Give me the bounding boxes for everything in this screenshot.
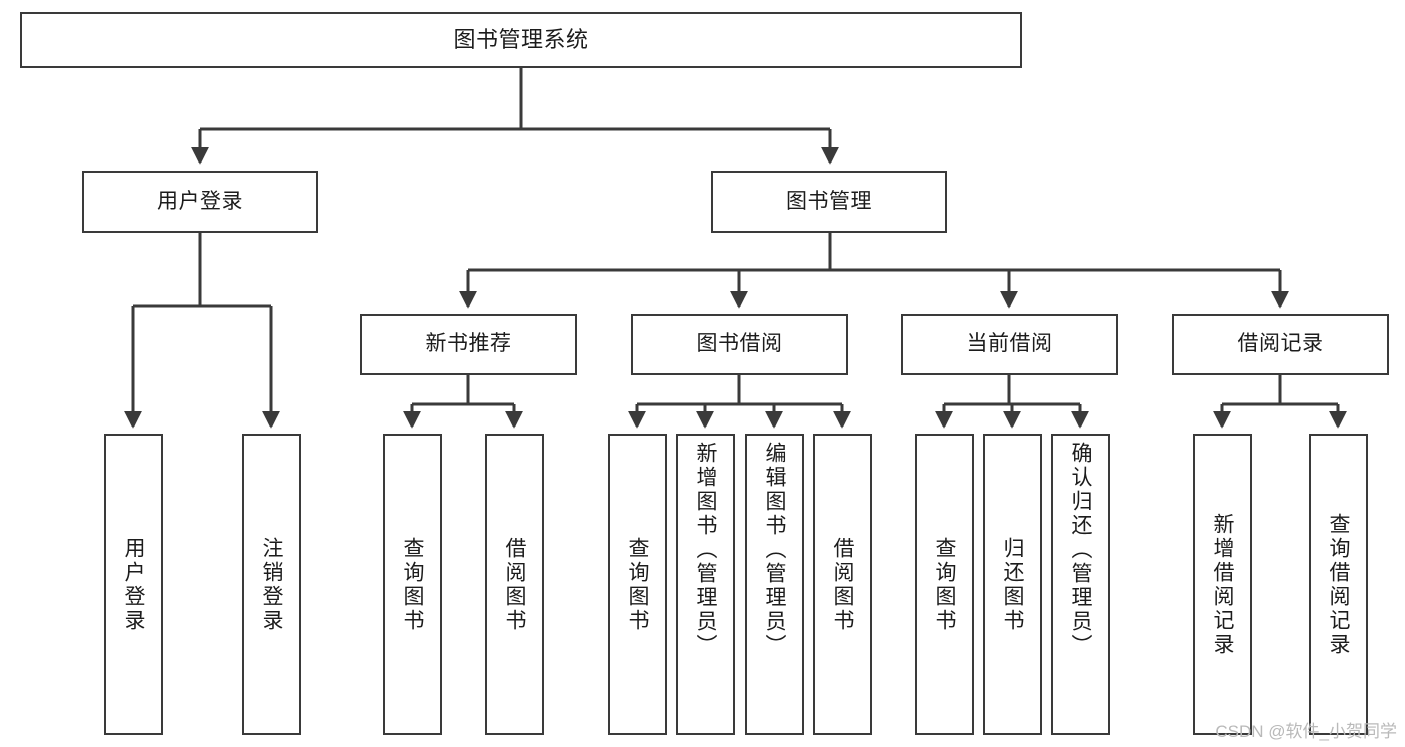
node-label: 查询图书	[933, 536, 956, 633]
node-label: 编辑图书（管理员）	[763, 442, 786, 658]
node-label: 借阅图书	[503, 536, 526, 633]
node-leaf-add-borrow-record[interactable]: 新增借阅记录	[1193, 434, 1252, 735]
node-leaf-borrow-books-recommend[interactable]: 借阅图书	[485, 434, 544, 735]
node-leaf-confirm-return-admin[interactable]: 确认归还（管理员）	[1051, 434, 1110, 735]
node-borrowing-records[interactable]: 借阅记录	[1172, 314, 1389, 375]
node-label: 借阅图书	[831, 536, 854, 633]
node-new-book-recommendation[interactable]: 新书推荐	[360, 314, 577, 375]
node-label: 查询图书	[626, 536, 649, 633]
node-label: 查询借阅记录	[1327, 512, 1350, 657]
node-label: 新书推荐	[425, 332, 512, 356]
node-leaf-logout[interactable]: 注销登录	[242, 434, 301, 735]
node-user-login[interactable]: 用户登录	[82, 171, 318, 233]
node-label: 注销登录	[260, 536, 283, 633]
node-label: 借阅记录	[1237, 332, 1324, 356]
node-label: 新增图书（管理员）	[694, 442, 717, 658]
node-leaf-edit-book-admin[interactable]: 编辑图书（管理员）	[745, 434, 804, 735]
node-label: 图书借阅	[696, 332, 783, 356]
node-label: 确认归还（管理员）	[1069, 442, 1092, 658]
node-leaf-add-book-admin[interactable]: 新增图书（管理员）	[676, 434, 735, 735]
node-leaf-query-books-recommend[interactable]: 查询图书	[383, 434, 442, 735]
node-leaf-query-borrow-record[interactable]: 查询借阅记录	[1309, 434, 1368, 735]
node-book-borrowing[interactable]: 图书借阅	[631, 314, 848, 375]
node-leaf-return-books[interactable]: 归还图书	[983, 434, 1042, 735]
node-label: 用户登录	[157, 189, 243, 213]
csdn-watermark: CSDN @软件_小贺同学	[1215, 722, 1397, 741]
node-leaf-query-books-current[interactable]: 查询图书	[915, 434, 974, 735]
node-label: 图书管理系统	[453, 27, 589, 53]
node-leaf-query-books-borrow[interactable]: 查询图书	[608, 434, 667, 735]
node-label: 图书管理	[786, 189, 872, 213]
node-label: 新增借阅记录	[1211, 512, 1234, 657]
node-label: 用户登录	[122, 536, 145, 633]
node-current-borrowing[interactable]: 当前借阅	[901, 314, 1118, 375]
node-label: 查询图书	[401, 536, 424, 633]
node-root-book-management-system[interactable]: 图书管理系统	[20, 12, 1022, 68]
node-label: 归还图书	[1001, 536, 1024, 633]
node-book-management[interactable]: 图书管理	[711, 171, 947, 233]
node-leaf-borrow-books[interactable]: 借阅图书	[813, 434, 872, 735]
node-leaf-user-login[interactable]: 用户登录	[104, 434, 163, 735]
node-label: 当前借阅	[966, 332, 1053, 356]
